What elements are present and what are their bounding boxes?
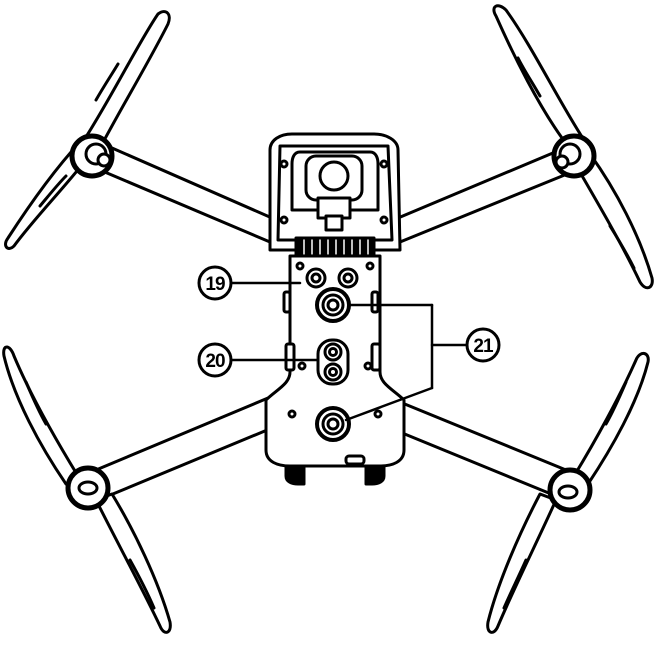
propeller-rear-right xyxy=(486,352,650,634)
callout-20-circle xyxy=(197,342,233,378)
callout-21: 21 xyxy=(465,327,501,363)
motor-front-left xyxy=(69,133,115,179)
leader-line-21-bottom xyxy=(344,386,434,422)
arm-front-left xyxy=(98,146,274,244)
callout-20: 20 xyxy=(197,342,233,378)
arm-rear-right xyxy=(388,396,568,498)
distance-sensor-top-21 xyxy=(315,287,351,323)
propeller-rear-left xyxy=(2,345,172,634)
callout-21-label: 21 xyxy=(473,336,494,357)
callout-19: 19 xyxy=(197,265,233,301)
distance-sensor-bottom-21 xyxy=(315,406,351,442)
arm-rear-left xyxy=(94,396,274,498)
callout-21-circle xyxy=(465,327,501,363)
motor-rear-left xyxy=(65,465,111,511)
sensor-pair-19 xyxy=(305,267,359,289)
motor-front-right xyxy=(551,133,597,179)
callout-19-label: 19 xyxy=(205,274,225,295)
bottom-vision-lens-20 xyxy=(316,338,350,386)
callout-19-circle xyxy=(197,265,233,301)
motor-rear-right xyxy=(547,467,593,513)
propeller-front-left xyxy=(4,10,171,250)
arm-front-right xyxy=(396,148,574,244)
callout-20-label: 20 xyxy=(205,351,225,372)
propeller-front-right xyxy=(492,4,654,290)
leader-lines xyxy=(230,281,468,422)
